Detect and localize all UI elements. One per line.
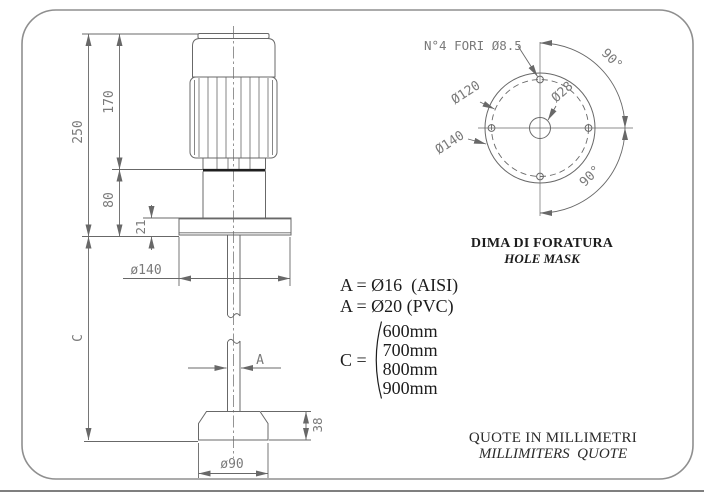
c-option-900: 900mm	[382, 378, 438, 398]
units-note: QUOTE IN MILLIMETRI MILLIMITERS QUOTE	[428, 430, 678, 462]
hole-mask-caption-it: DIMA DI FORATURA	[470, 236, 614, 251]
spec-a-pvc: A = Ø20 (PVC)	[340, 296, 454, 316]
c-option-700: 700mm	[382, 340, 438, 360]
hole-mask-caption-en: HOLE MASK	[504, 251, 580, 266]
motor-body	[189, 76, 278, 159]
angle-arcs	[539, 40, 628, 216]
outer-dia-label: Ø140	[433, 128, 467, 158]
angle-lower-label: 90°	[577, 163, 604, 190]
angle-upper-label: 90°	[598, 46, 625, 73]
bolt-circle-dia-label: Ø120	[449, 78, 483, 108]
sheet-border	[21, 9, 694, 480]
dim-flange-dia-label: ø140	[130, 263, 161, 278]
hole-mask-caption: DIMA DI FORATURA HOLE MASK	[417, 236, 667, 266]
motor-fins	[194, 77, 273, 158]
units-note-it: QUOTE IN MILLIMETRI	[468, 430, 638, 446]
pump-neck	[202, 171, 266, 218]
holes-note-label: N°4 FORI Ø8.5	[424, 38, 522, 53]
hole-mask-view	[467, 40, 633, 216]
dim-80-label: 80	[102, 192, 117, 208]
units-note-en: MILLIMITERS QUOTE	[478, 446, 628, 462]
dim-21-label: 21	[133, 219, 148, 234]
leader-lines	[467, 45, 557, 145]
motor-stub	[202, 158, 266, 169]
dim-170-label: 170	[102, 90, 117, 113]
pump-base	[198, 411, 269, 441]
c-option-600: 600mm	[382, 321, 438, 341]
spec-a-aisi: A = Ø16 (AISI)	[340, 275, 459, 295]
spec-c-values: 600mm 700mm 800mm 900mm	[383, 322, 438, 398]
shaft-tube-lower	[227, 338, 241, 412]
brace-icon	[375, 321, 382, 399]
dim-38-label: 38	[310, 417, 325, 432]
dim-250-label: 250	[71, 120, 86, 143]
dim-C-label: C	[71, 334, 86, 342]
side-view-dimensions	[82, 33, 311, 478]
spec-c-label: C =	[340, 349, 367, 370]
fan-cover	[192, 38, 276, 78]
c-option-800: 800mm	[382, 359, 438, 379]
spec-block: A = Ø16 (AISI) A = Ø20 (PVC) C = 600mm 7…	[340, 275, 458, 400]
dim-base-dia-label: ø90	[220, 457, 243, 472]
mounting-flange	[178, 217, 292, 236]
pump-side-view	[178, 26, 292, 458]
spec-c-row: C = 600mm 700mm 800mm 900mm	[340, 320, 458, 400]
dim-A-label: A	[256, 353, 264, 368]
